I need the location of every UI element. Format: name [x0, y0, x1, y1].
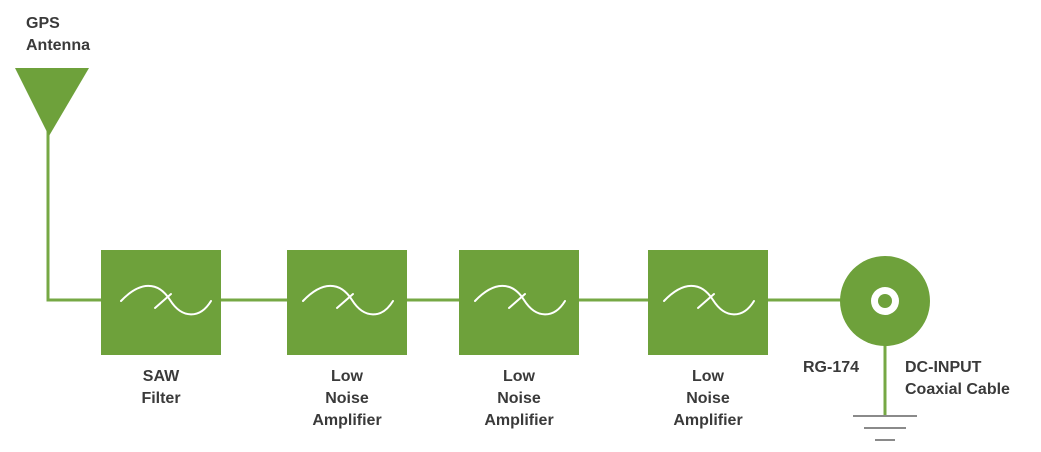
lna-1-label-line1: Low: [331, 368, 363, 385]
filter-wave-icon: [302, 285, 394, 316]
lna-2-label-line3: Amplifier: [484, 412, 554, 429]
filter-wave-icon: [474, 285, 566, 316]
lna-3-label: Low Noise Amplifier: [673, 366, 742, 432]
lna-2-label: Low Noise Amplifier: [484, 366, 553, 432]
wire-antenna-to-saw: [46, 130, 101, 302]
filter-wave-icon: [663, 285, 755, 316]
lna-3-label-line2: Noise: [686, 390, 730, 407]
lna-1-label: Low Noise Amplifier: [312, 366, 381, 432]
antenna-label-line1: GPS: [26, 15, 60, 32]
lna-1-label-line3: Amplifier: [312, 412, 382, 429]
lna-3-label-line1: Low: [692, 368, 724, 385]
antenna-label: GPS Antenna: [26, 13, 90, 57]
dc-input-label-line2: Coaxial Cable: [905, 381, 1010, 398]
antenna-triangle-icon: [15, 68, 89, 136]
ground-symbol-icon: [853, 415, 917, 441]
coax-connector-icon: [840, 256, 930, 346]
dc-input-label-line1: DC-INPUT: [905, 359, 982, 376]
saw-filter-label-line2: Filter: [141, 390, 181, 407]
signal-wires: [46, 130, 887, 415]
lna-1-label-line2: Noise: [325, 390, 369, 407]
filter-wave-icon: [120, 285, 212, 316]
block-lna-2: [459, 250, 579, 355]
dc-input-label: DC-INPUT Coaxial Cable: [905, 357, 1010, 401]
lna-2-label-line1: Low: [503, 368, 535, 385]
antenna-label-line2: Antenna: [26, 37, 90, 54]
cable-type-label: RG-174: [803, 357, 859, 379]
saw-filter-label: SAW Filter: [141, 366, 180, 410]
lna-2-label-line2: Noise: [497, 390, 541, 407]
saw-filter-label-line1: SAW: [142, 368, 180, 385]
block-lna-1: [287, 250, 407, 355]
block-lna-3: [648, 250, 768, 355]
block-saw-filter: [101, 250, 221, 355]
cable-type-text: RG-174: [803, 359, 860, 376]
lna-3-label-line3: Amplifier: [673, 412, 743, 429]
